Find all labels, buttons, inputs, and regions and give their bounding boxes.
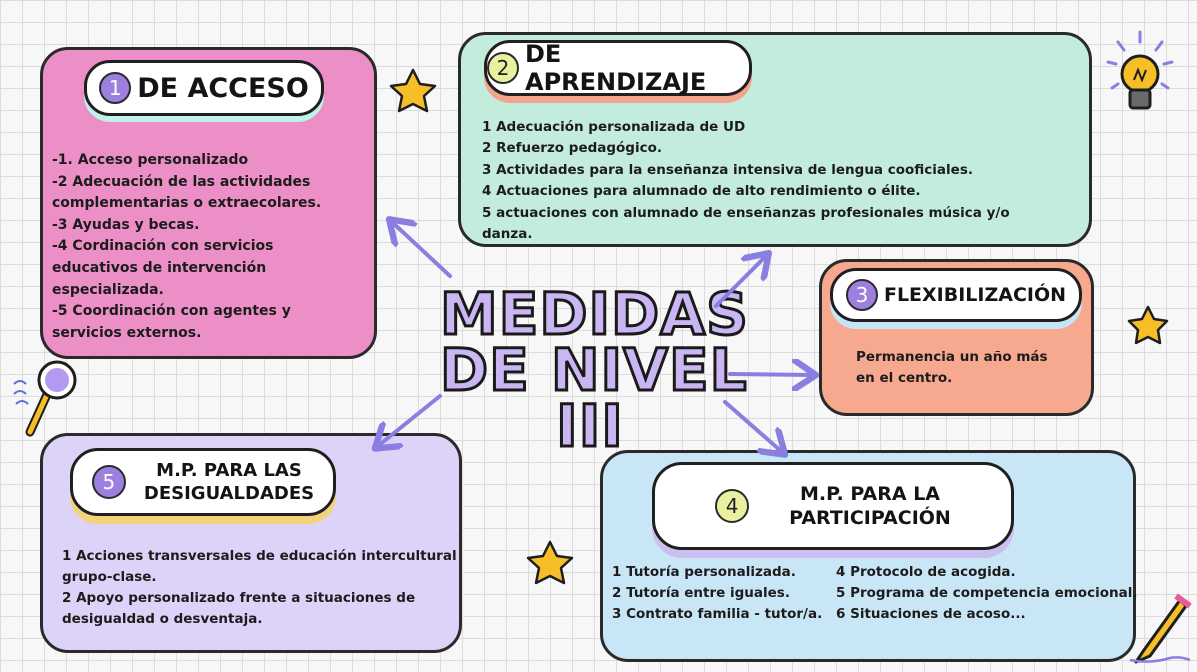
arrow-to-participacion [723,400,782,452]
title-line: M.P. PARA LA [799,483,941,505]
title-line: DESIGUALDADES [143,483,315,504]
title-pill-desigualdades: 5 M.P. PARA LAS DESIGUALDADES [70,448,336,516]
arrow-to-desigualdades [378,394,442,446]
star-icon [1127,305,1169,345]
arrow-to-acceso [392,222,452,278]
list-item: -3 Ayudas y becas. [52,216,200,233]
list-item: complementarias o extraecolares. [52,195,322,212]
arrow-to-aprendizaje [714,256,766,308]
list-item: danza. [482,226,533,243]
list-item: 5 actuaciones con alumnado de enseñanzas… [482,204,1010,221]
title-flexibilizacion: FLEXIBILIZACIÓN [883,284,1067,306]
list-item: 3 Contrato familia - tutor/a. [612,606,823,622]
title-line: PARTICIPACIÓN [789,507,951,529]
list-item: -1. Acceso personalizado [52,152,249,168]
list-item: 6 Situaciones de acoso... [836,606,1026,622]
title-participacion: M.P. PARA LA PARTICIPACIÓN [789,482,951,530]
list-item: 3 Actividades para la enseñanza intensiv… [482,161,973,178]
star-icon [389,68,437,113]
arrow-to-flexibilizacion [728,374,812,375]
list-participacion-col1: 1 Tutoría personalizada. 2 Tutoría entre… [612,562,822,625]
title-pill-flexibilizacion: 3 FLEXIBILIZACIÓN [830,268,1082,322]
magnifier-icon [13,360,77,437]
number-badge-3: 3 [845,279,878,311]
list-item: educativos de intervención [52,259,267,276]
list-acceso: -1. Acceso personalizado -2 Adecuación d… [52,150,321,344]
title-pill-aprendizaje: 2 DE APRENDIZAJE [484,40,752,96]
list-item: 2 Apoyo personalizado frente a situacion… [62,590,416,606]
list-item: 1 Adecuación personalizada de UD [482,119,746,135]
lightbulb-icon [1106,30,1174,110]
list-item: 2 Refuerzo pedagógico. [482,140,663,157]
list-item: -4 Cordinación con servicios [52,238,274,255]
list-item: especializada. [52,281,164,298]
list-flexibilizacion: Permanencia un año más en el centro. [856,347,1048,389]
list-item: en el centro. [856,370,953,386]
list-participacion-col2: 4 Protocolo de acogida. 5 Programa de co… [836,562,1137,625]
list-item: 4 Actuaciones para alumnado de alto rend… [482,183,921,200]
center-title-line: III [555,392,625,460]
list-item: desigualdad o desventaja. [62,611,263,627]
list-item: -5 Coordinación con agentes y [52,303,291,320]
center-title: MEDIDAS DE NIVEL III [439,280,750,460]
list-item: -2 Adecuación de las actividades [52,173,311,190]
title-line: M.P. PARA LAS [156,460,302,481]
star-icon [526,540,574,585]
star-icon [389,68,1169,585]
list-item: 4 Protocolo de acogida. [836,564,1016,580]
title-pill-participacion: 4 M.P. PARA LA PARTICIPACIÓN [652,462,1014,550]
list-desigualdades: 1 Acciones transversales de educación in… [62,546,457,630]
center-title-line: MEDIDAS [439,280,750,348]
list-item: 1 Acciones transversales de educación in… [62,548,457,564]
title-pill-acceso: 1 DE ACCESO [84,60,324,116]
list-item: grupo-clase. [62,569,157,585]
center-title-line: DE NIVEL [439,336,749,404]
number-badge-5: 5 [91,465,126,499]
list-item: 5 Programa de competencia emocional. [836,585,1138,601]
number-badge-2: 2 [487,52,519,84]
number-badge-4: 4 [715,489,750,523]
list-aprendizaje: 1 Adecuación personalizada de UD 2 Refue… [482,117,1010,245]
pencil-icon [1129,593,1192,664]
arrows [378,222,812,452]
title-aprendizaje: DE APRENDIZAJE [525,40,707,96]
list-item: servicios externos. [52,324,202,341]
number-badge-1: 1 [99,72,132,104]
title-acceso: DE ACCESO [137,72,309,104]
list-item: 2 Tutoría entre iguales. [612,585,790,601]
list-item: Permanencia un año más [856,349,1048,365]
title-desigualdades: M.P. PARA LAS DESIGUALDADES [144,459,314,505]
list-item: 1 Tutoría personalizada. [612,564,796,580]
